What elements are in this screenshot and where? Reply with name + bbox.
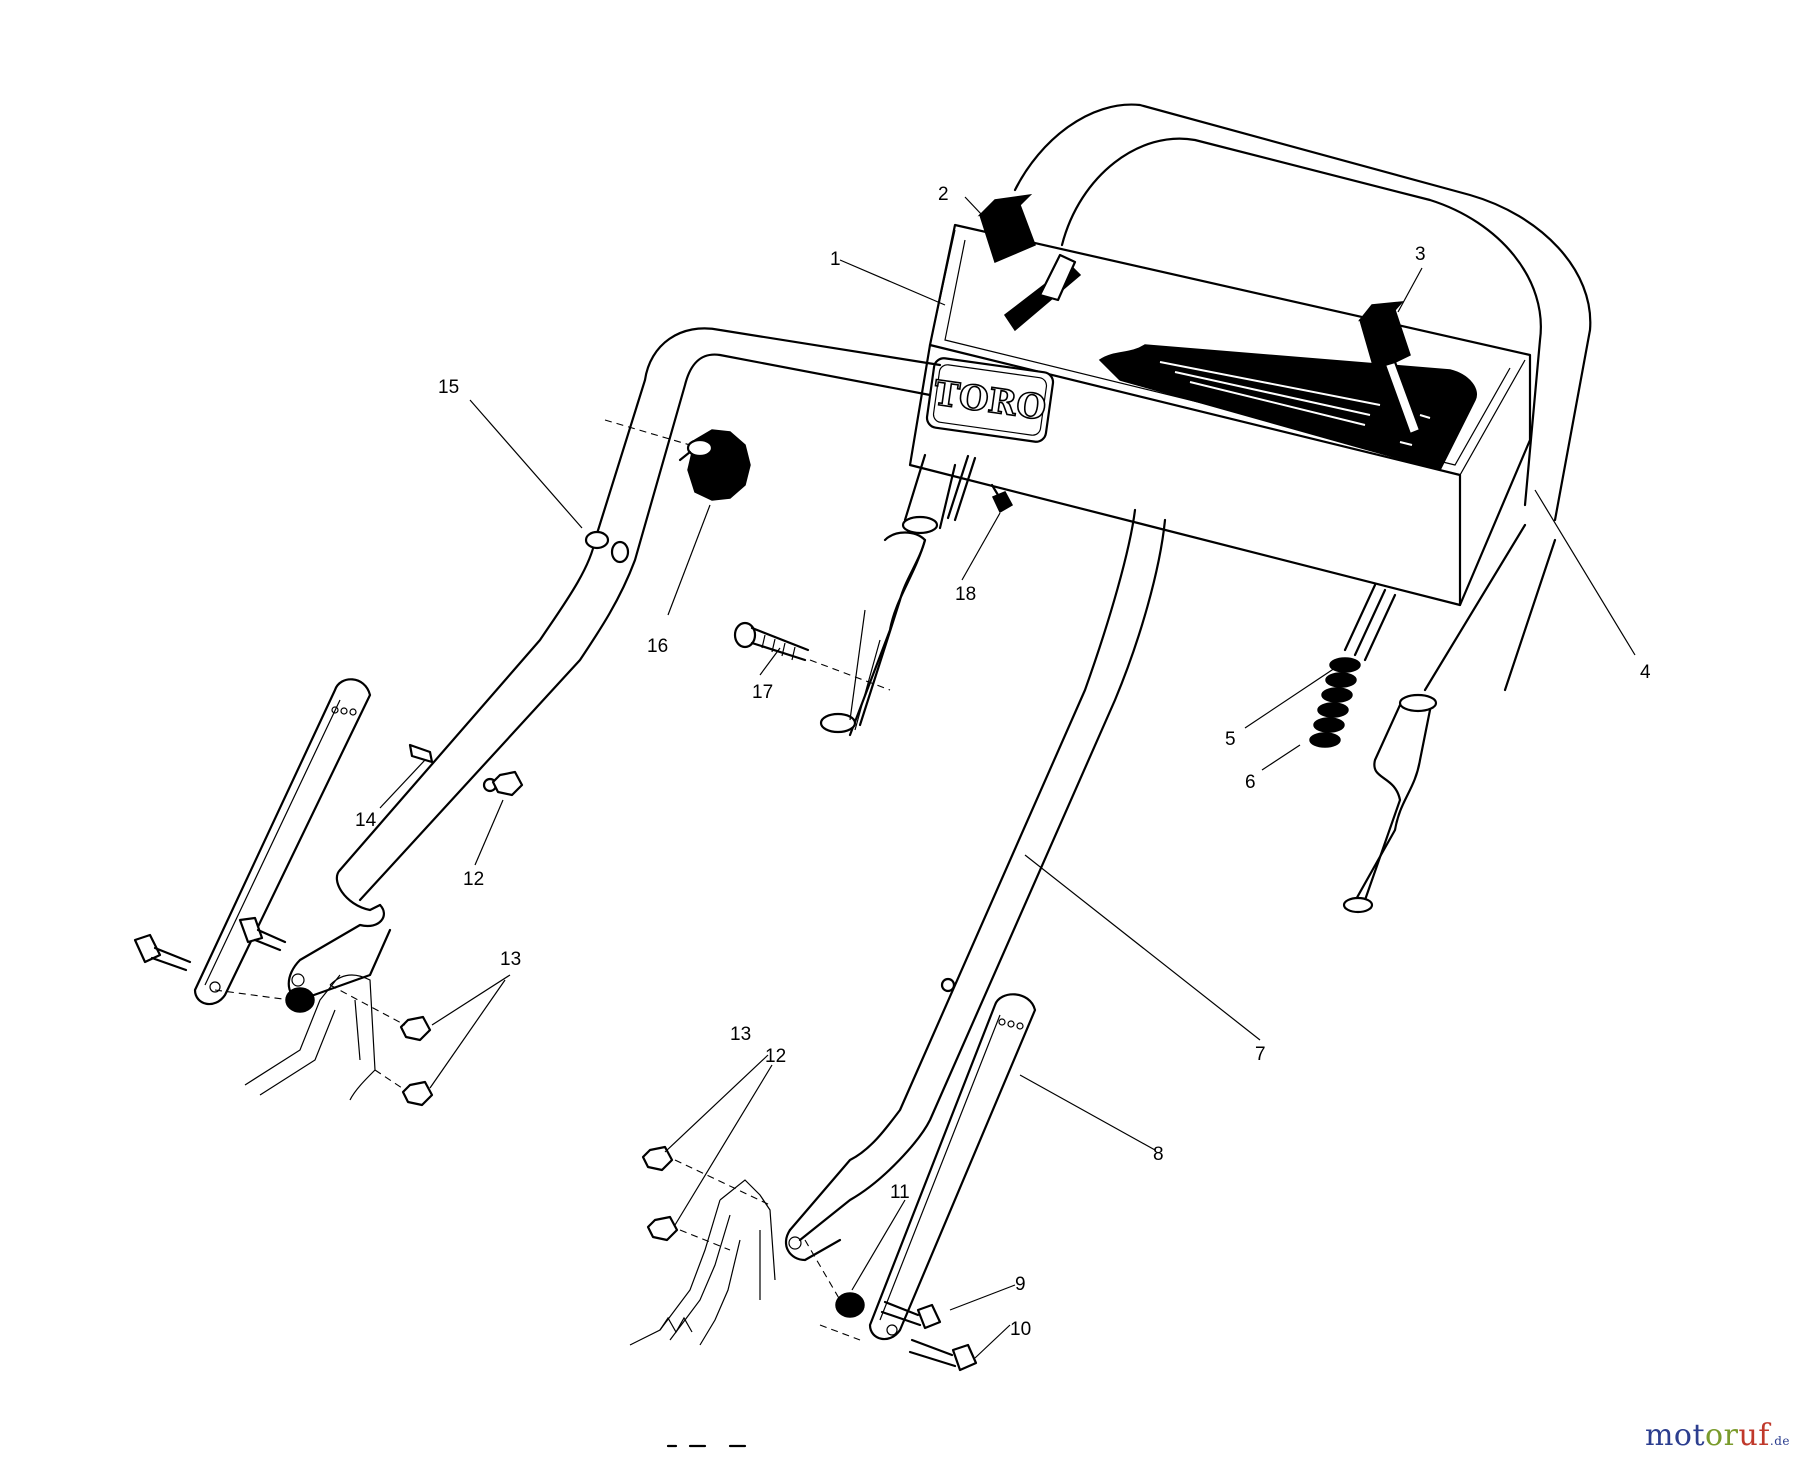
- center-tube: [819, 453, 977, 737]
- left-handle-tube: [287, 327, 942, 1002]
- callout-12-left: 12: [463, 869, 484, 890]
- left-hardware: [133, 419, 891, 1107]
- cable-spring: [1309, 583, 1397, 748]
- callout-labels: 1 2 3 4 5 6 7 8 9 10 11 12 12 13 13 14 1…: [355, 184, 1651, 1340]
- callout-7: 7: [1255, 1044, 1266, 1065]
- callout-9: 9: [1015, 1274, 1026, 1295]
- callout-12-right: 12: [765, 1046, 786, 1067]
- left-bracket: [193, 678, 372, 1006]
- callout-1: 1: [830, 249, 841, 270]
- right-hardware: [641, 1145, 978, 1372]
- callout-10: 10: [1010, 1319, 1031, 1340]
- control-panel: TORO: [908, 193, 1532, 607]
- callout-5: 5: [1225, 729, 1236, 750]
- screw-18: [990, 483, 1014, 514]
- callout-14: 14: [355, 810, 377, 831]
- upper-handle: [1013, 103, 1592, 914]
- callout-6: 6: [1245, 772, 1256, 793]
- right-bracket: [868, 993, 1037, 1341]
- knob: [678, 429, 751, 501]
- callout-18: 18: [955, 584, 976, 605]
- callout-3: 3: [1415, 244, 1426, 265]
- callout-11: 11: [890, 1182, 910, 1203]
- callout-8: 8: [1153, 1144, 1164, 1165]
- callout-4: 4: [1640, 662, 1651, 683]
- bolt-17: [733, 621, 810, 662]
- callout-15: 15: [438, 377, 459, 398]
- callout-2: 2: [938, 184, 949, 205]
- callout-16: 16: [647, 636, 668, 657]
- watermark-logo: motoruf.de: [1644, 1418, 1790, 1453]
- left-deck-fragment: [244, 974, 376, 1101]
- callout-13-right: 13: [730, 1024, 751, 1045]
- right-deck-fragment: [629, 1179, 776, 1346]
- right-handle-tube: [784, 508, 1167, 1262]
- leader-lines: [379, 196, 1636, 1359]
- callout-13-left: 13: [500, 949, 521, 970]
- callout-17: 17: [752, 682, 773, 703]
